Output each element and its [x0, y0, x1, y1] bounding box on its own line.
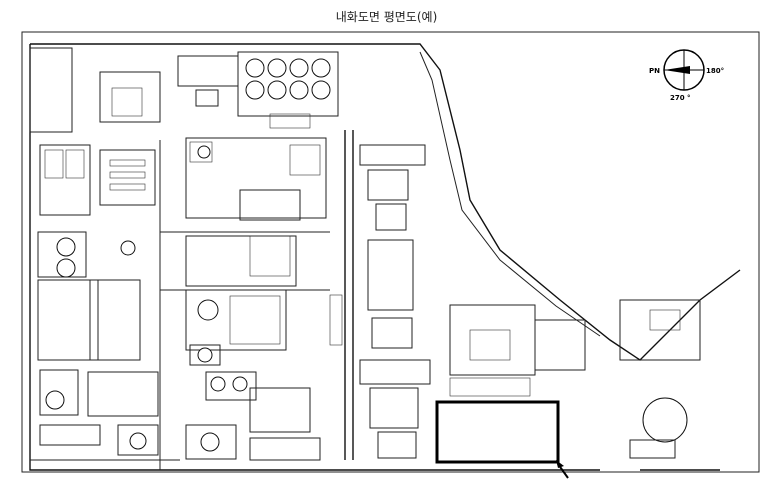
pointer-arrow [556, 460, 569, 479]
east-unit [449, 299, 701, 459]
plan-title: 내화도면 평면도(예) [335, 10, 438, 24]
compass-north-label: PN [649, 67, 660, 75]
compass-south-label: 270 ° [670, 94, 691, 102]
road-curve [419, 51, 601, 337]
compass-icon [663, 49, 705, 91]
compass-east-label: 180° [706, 67, 724, 75]
highlighted-fireproof-area [435, 400, 560, 464]
left-area [29, 47, 180, 470]
drawing-frame [21, 31, 760, 473]
central-area [185, 137, 327, 461]
site-boundary [29, 43, 741, 471]
pipe-rack [160, 130, 354, 460]
tank-farm [177, 51, 339, 129]
process-area [329, 144, 431, 459]
